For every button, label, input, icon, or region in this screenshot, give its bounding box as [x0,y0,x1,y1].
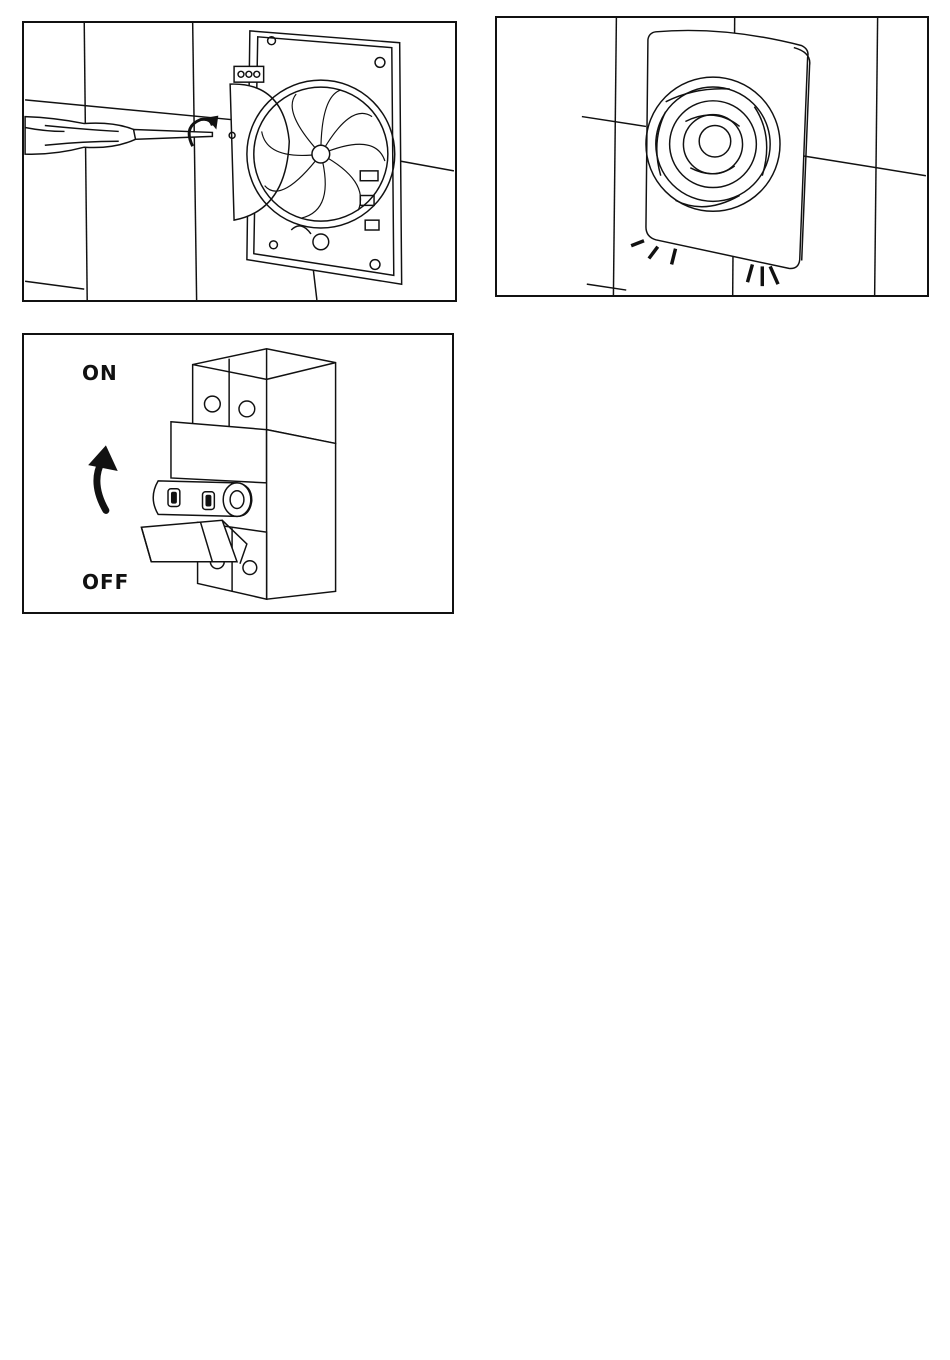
figure-circuit-breaker: ON OFF [22,333,454,614]
figure-fan-installed [495,16,929,297]
circuit-breaker-illustration [24,335,452,612]
figure-screw-mounting [22,21,457,302]
screw-mounting-illustration [24,23,455,300]
fan-installed-illustration [497,18,927,295]
